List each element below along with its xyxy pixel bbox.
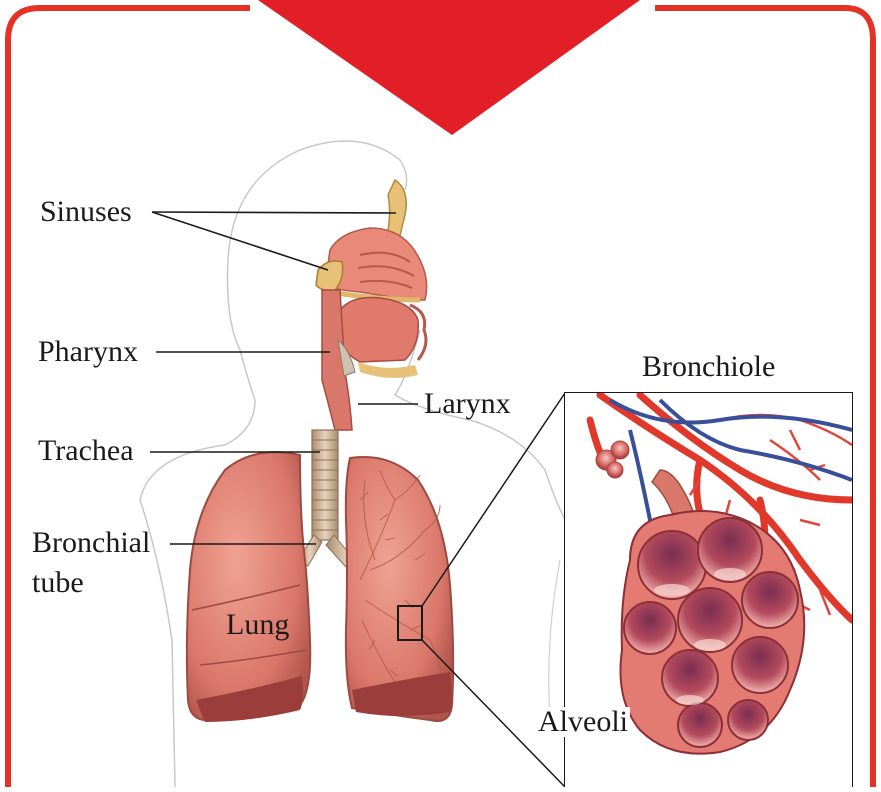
label-trachea: Trachea: [38, 436, 134, 466]
label-lung: Lung: [226, 610, 289, 640]
label-bronchial: Bronchial: [32, 528, 150, 558]
label-sinuses: Sinuses: [40, 197, 132, 227]
sinuses-leader-2: [152, 212, 328, 270]
top-triangle-banner: [258, 0, 640, 135]
label-larynx: Larynx: [424, 389, 511, 419]
label-tube: tube: [32, 568, 84, 598]
body-outline-right: [549, 560, 560, 720]
sphenoid-sinus: [316, 261, 343, 290]
label-pharynx: Pharynx: [38, 337, 138, 367]
tongue: [338, 298, 418, 363]
zoom-line-top: [422, 393, 565, 606]
label-bronchiole: Bronchiole: [642, 352, 775, 382]
trachea: [312, 430, 338, 540]
label-alveoli: Alveoli: [536, 707, 630, 737]
sinuses-leader-1: [152, 212, 396, 213]
